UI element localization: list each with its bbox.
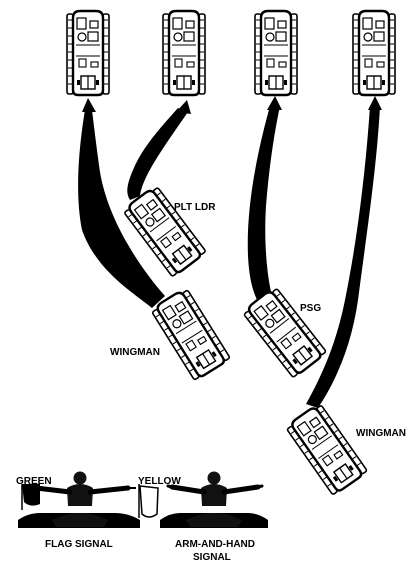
trail-wingman-left (78, 110, 165, 308)
trail-psg (247, 106, 280, 302)
flag-signal-figure (18, 471, 159, 528)
trail-plt-ldr (127, 108, 188, 200)
label-wingman-right: WINGMAN (356, 428, 406, 439)
label-flag-signal: FLAG SIGNAL (45, 539, 113, 550)
arm-and-hand-signal-figure (160, 471, 268, 528)
label-psg: PSG (300, 303, 321, 314)
trail-wingman-right (306, 106, 380, 408)
vehicle-top-1 (65, 9, 111, 97)
label-wingman-left: WINGMAN (110, 347, 160, 358)
vehicle-top-2 (161, 9, 207, 97)
label-yellow: YELLOW (138, 476, 181, 487)
yellow-flag-icon (139, 485, 159, 518)
label-signal: SIGNAL (193, 552, 231, 563)
vehicle-wingman-left (149, 286, 232, 383)
vehicle-top-3 (253, 9, 299, 97)
movement-trails (78, 96, 382, 408)
green-flag-icon (22, 484, 40, 506)
label-green: GREEN (16, 476, 52, 487)
label-plt-ldr: PLT LDR (174, 202, 216, 213)
vehicle-top-4 (351, 9, 397, 97)
vehicle-psg (240, 284, 328, 380)
vehicle-wingman-right (283, 401, 369, 497)
label-arm-and-hand: ARM-AND-HAND (175, 539, 255, 550)
